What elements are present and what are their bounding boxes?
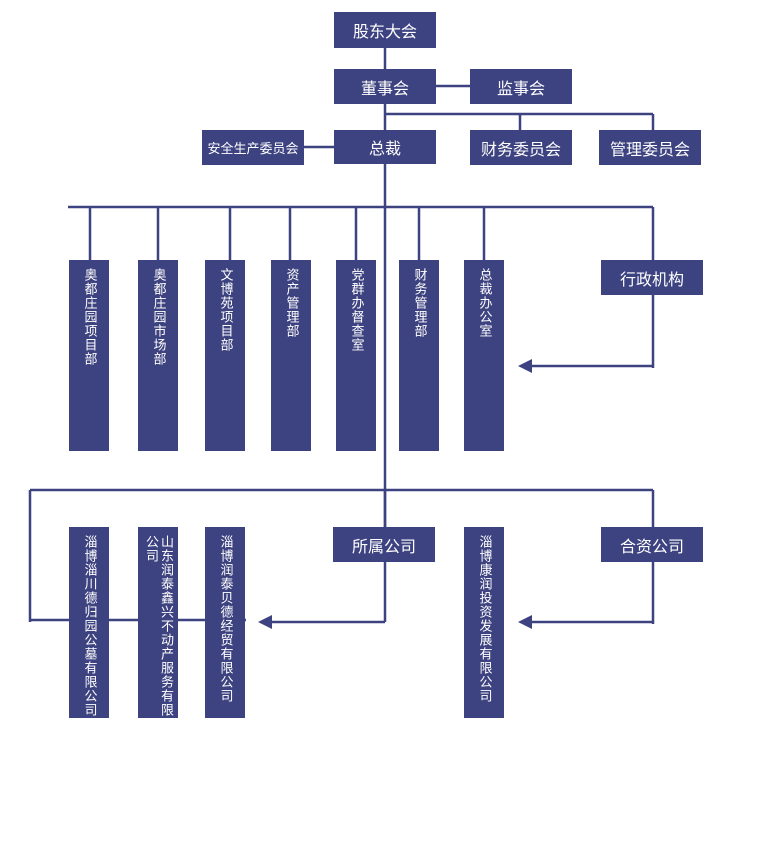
- jv-company-box-1: 淄博康润投资发展有限公司: [464, 527, 504, 718]
- department-label-2: 奥都庄园市场部: [150, 268, 166, 366]
- department-box-6: 财务管理部: [399, 260, 439, 451]
- admin-org-box: 行政机构: [601, 260, 703, 295]
- department-box-2: 奥都庄园市场部: [138, 260, 178, 451]
- subsidiary-box-2: 山东润泰鑫兴不动产服务有限公司: [138, 527, 178, 718]
- president-label: 总裁: [368, 139, 401, 158]
- shareholders-label: 股东大会: [352, 22, 417, 41]
- department-label-4: 资产管理部: [283, 268, 299, 338]
- safety-committee-box: 安全生产委员会: [202, 130, 304, 165]
- finance-committee-box: 财务委员会: [470, 130, 572, 165]
- supervisors-label: 监事会: [496, 78, 545, 98]
- finance-committee-label: 财务委员会: [480, 139, 561, 159]
- board-box: 董事会: [334, 69, 436, 104]
- admin-org-label: 行政机构: [619, 269, 684, 289]
- safety-committee-label: 安全生产委员会: [207, 142, 299, 157]
- jv-label-box: 合资公司: [601, 527, 703, 562]
- department-label-7: 总裁办公室: [476, 268, 492, 338]
- department-box-7: 总裁办公室: [464, 260, 504, 451]
- subsidiary-label-2: 山东润泰鑫兴不动产服务有限公司: [143, 535, 173, 717]
- subsidiary-label-3: 淄博润泰贝德经贸有限公司: [217, 535, 233, 703]
- subsidiary-label-1: 淄博淄川德归园公墓有限公司: [81, 535, 97, 717]
- supervisors-box: 监事会: [470, 69, 572, 104]
- board-label: 董事会: [360, 78, 409, 98]
- department-box-5: 党群办督查室: [336, 260, 376, 451]
- department-box-3: 文博苑项目部: [205, 260, 245, 451]
- jv-label: 合资公司: [619, 536, 684, 556]
- department-label-3: 文博苑项目部: [217, 268, 233, 352]
- president-box: 总裁: [334, 130, 436, 164]
- department-box-4: 资产管理部: [271, 260, 311, 451]
- subsidiaries-label: 所属公司: [351, 536, 416, 556]
- department-label-5: 党群办督查室: [348, 268, 364, 352]
- shareholders-box: 股东大会: [334, 12, 436, 48]
- jv-company-label-1: 淄博康润投资发展有限公司: [476, 535, 492, 703]
- subsidiaries-label-box: 所属公司: [333, 527, 435, 562]
- management-committee-box: 管理委员会: [599, 130, 701, 165]
- department-box-1: 奥都庄园项目部: [69, 260, 109, 451]
- department-label-1: 奥都庄园项目部: [81, 268, 97, 366]
- management-committee-label: 管理委员会: [609, 139, 690, 159]
- department-label-6: 财务管理部: [411, 268, 427, 338]
- subsidiary-box-1: 淄博淄川德归园公墓有限公司: [69, 527, 109, 718]
- arrowhead-subsidiaries: [258, 615, 272, 629]
- arrowhead-admin: [518, 359, 532, 373]
- arrowhead-jv: [518, 615, 532, 629]
- subsidiary-box-3: 淄博润泰贝德经贸有限公司: [205, 527, 245, 718]
